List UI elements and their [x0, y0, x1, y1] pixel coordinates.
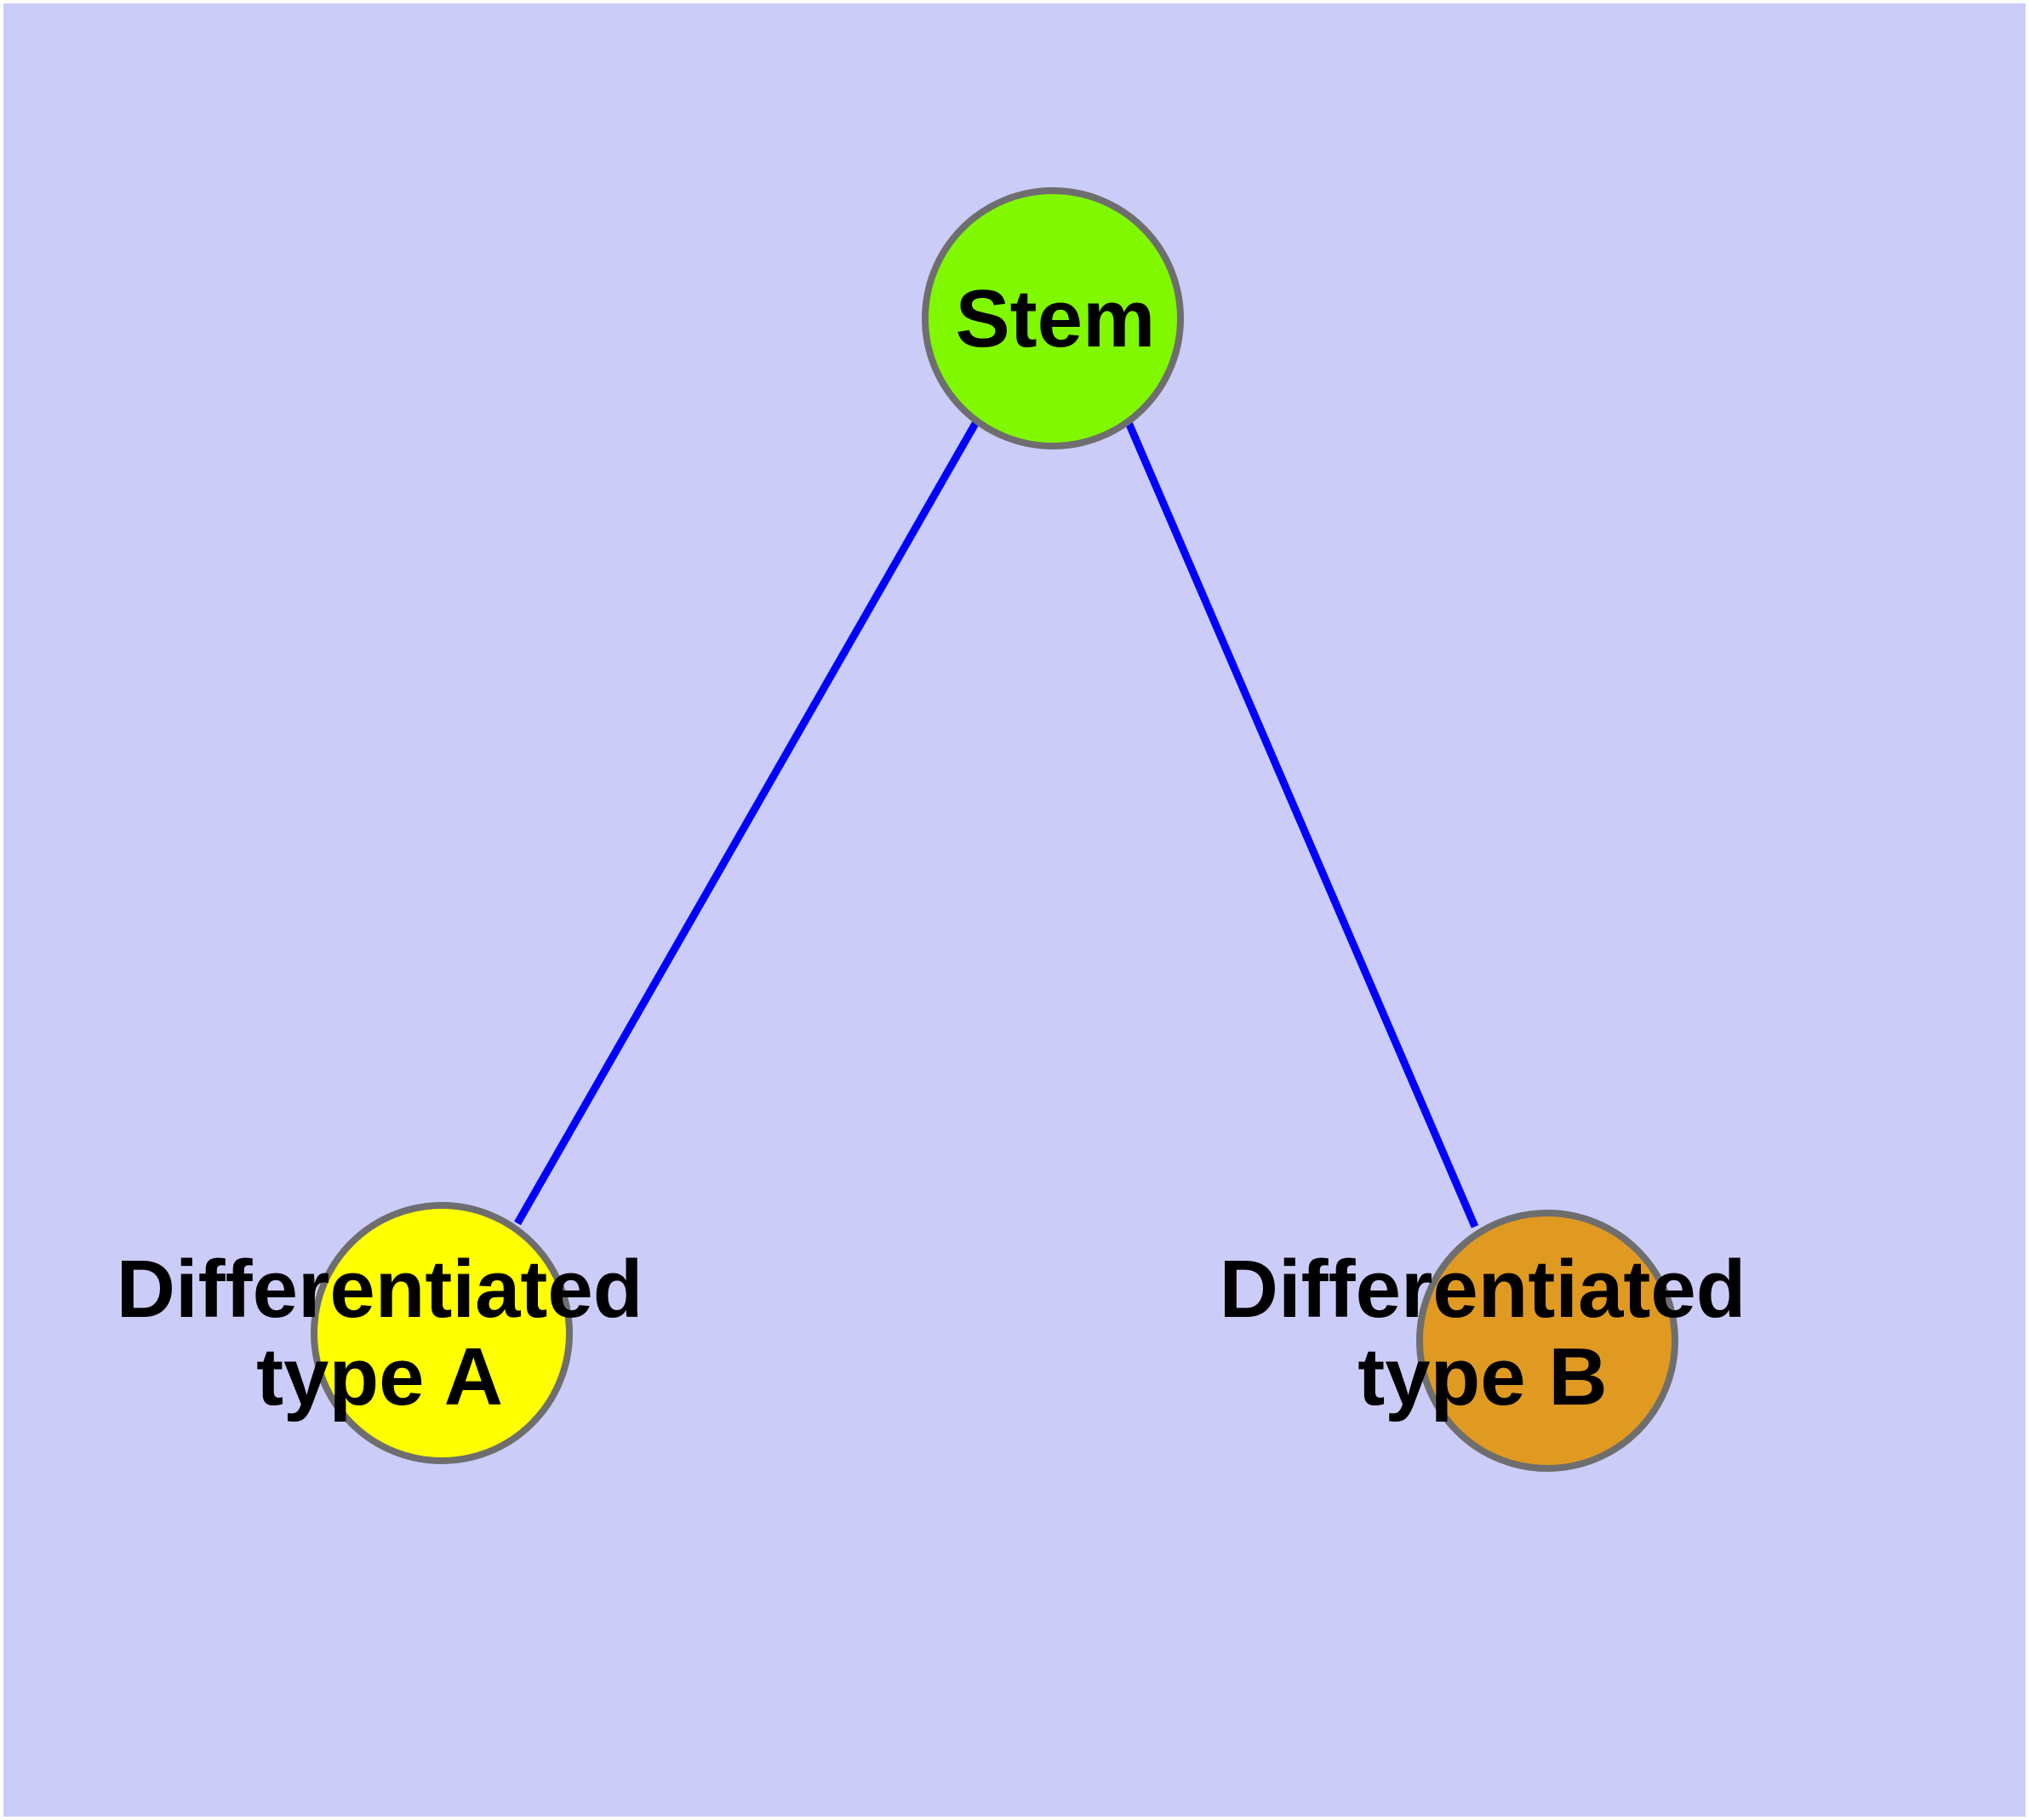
nodes-layer	[311, 187, 1678, 1472]
node-label-differentiated-type-b-line2: type B	[1357, 1331, 1607, 1422]
node-label-differentiated-type-a-line1: Differentiated	[117, 1244, 643, 1335]
node-differentiated-type-b[interactable]	[1416, 1210, 1678, 1472]
node-label-stem-line1: Stem	[956, 273, 1156, 364]
node-differentiated-type-a[interactable]	[311, 1202, 573, 1464]
edges-layer	[514, 418, 1479, 1228]
edge-stem-to-differentiated-type-b[interactable]	[1123, 419, 1479, 1228]
node-label-differentiated-type-b-line1: Differentiated	[1220, 1244, 1746, 1335]
edge-stem-to-differentiated-type-a[interactable]	[514, 418, 980, 1226]
labels-layer: Stem Differentiated type A Differentiate…	[117, 273, 1746, 1422]
node-label-differentiated-type-a-line2: type A	[256, 1331, 503, 1422]
node-stem[interactable]	[922, 187, 1184, 449]
